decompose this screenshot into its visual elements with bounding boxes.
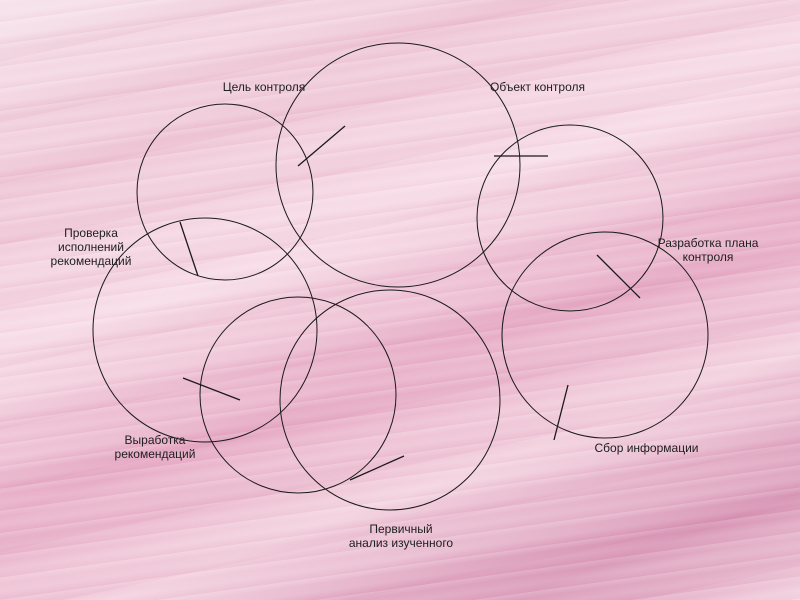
tick-recommend bbox=[182, 377, 241, 401]
petal-collect bbox=[279, 289, 501, 511]
petal-object bbox=[476, 124, 664, 312]
label-collect: Сбор информации bbox=[594, 441, 699, 455]
petal-plan bbox=[501, 231, 709, 439]
label-plan: Разработка плана контроля bbox=[657, 236, 759, 264]
label-object: Объект контроля bbox=[490, 80, 585, 94]
label-goal: Цель контроля bbox=[222, 80, 306, 94]
label-recommend: Выработка рекомендаций bbox=[114, 433, 196, 461]
petal-recommend bbox=[92, 217, 318, 443]
label-analysis: Первичный анализ изученного bbox=[348, 522, 454, 550]
tick-analysis bbox=[349, 455, 405, 481]
tick-goal bbox=[297, 125, 346, 167]
petal-goal bbox=[275, 42, 521, 288]
tick-plan bbox=[596, 254, 641, 299]
petal-analysis bbox=[199, 296, 397, 494]
label-check: Проверка исполнений рекомендаций bbox=[50, 226, 132, 268]
tick-check bbox=[179, 221, 199, 277]
petal-check bbox=[136, 103, 314, 281]
tick-collect bbox=[553, 384, 569, 441]
